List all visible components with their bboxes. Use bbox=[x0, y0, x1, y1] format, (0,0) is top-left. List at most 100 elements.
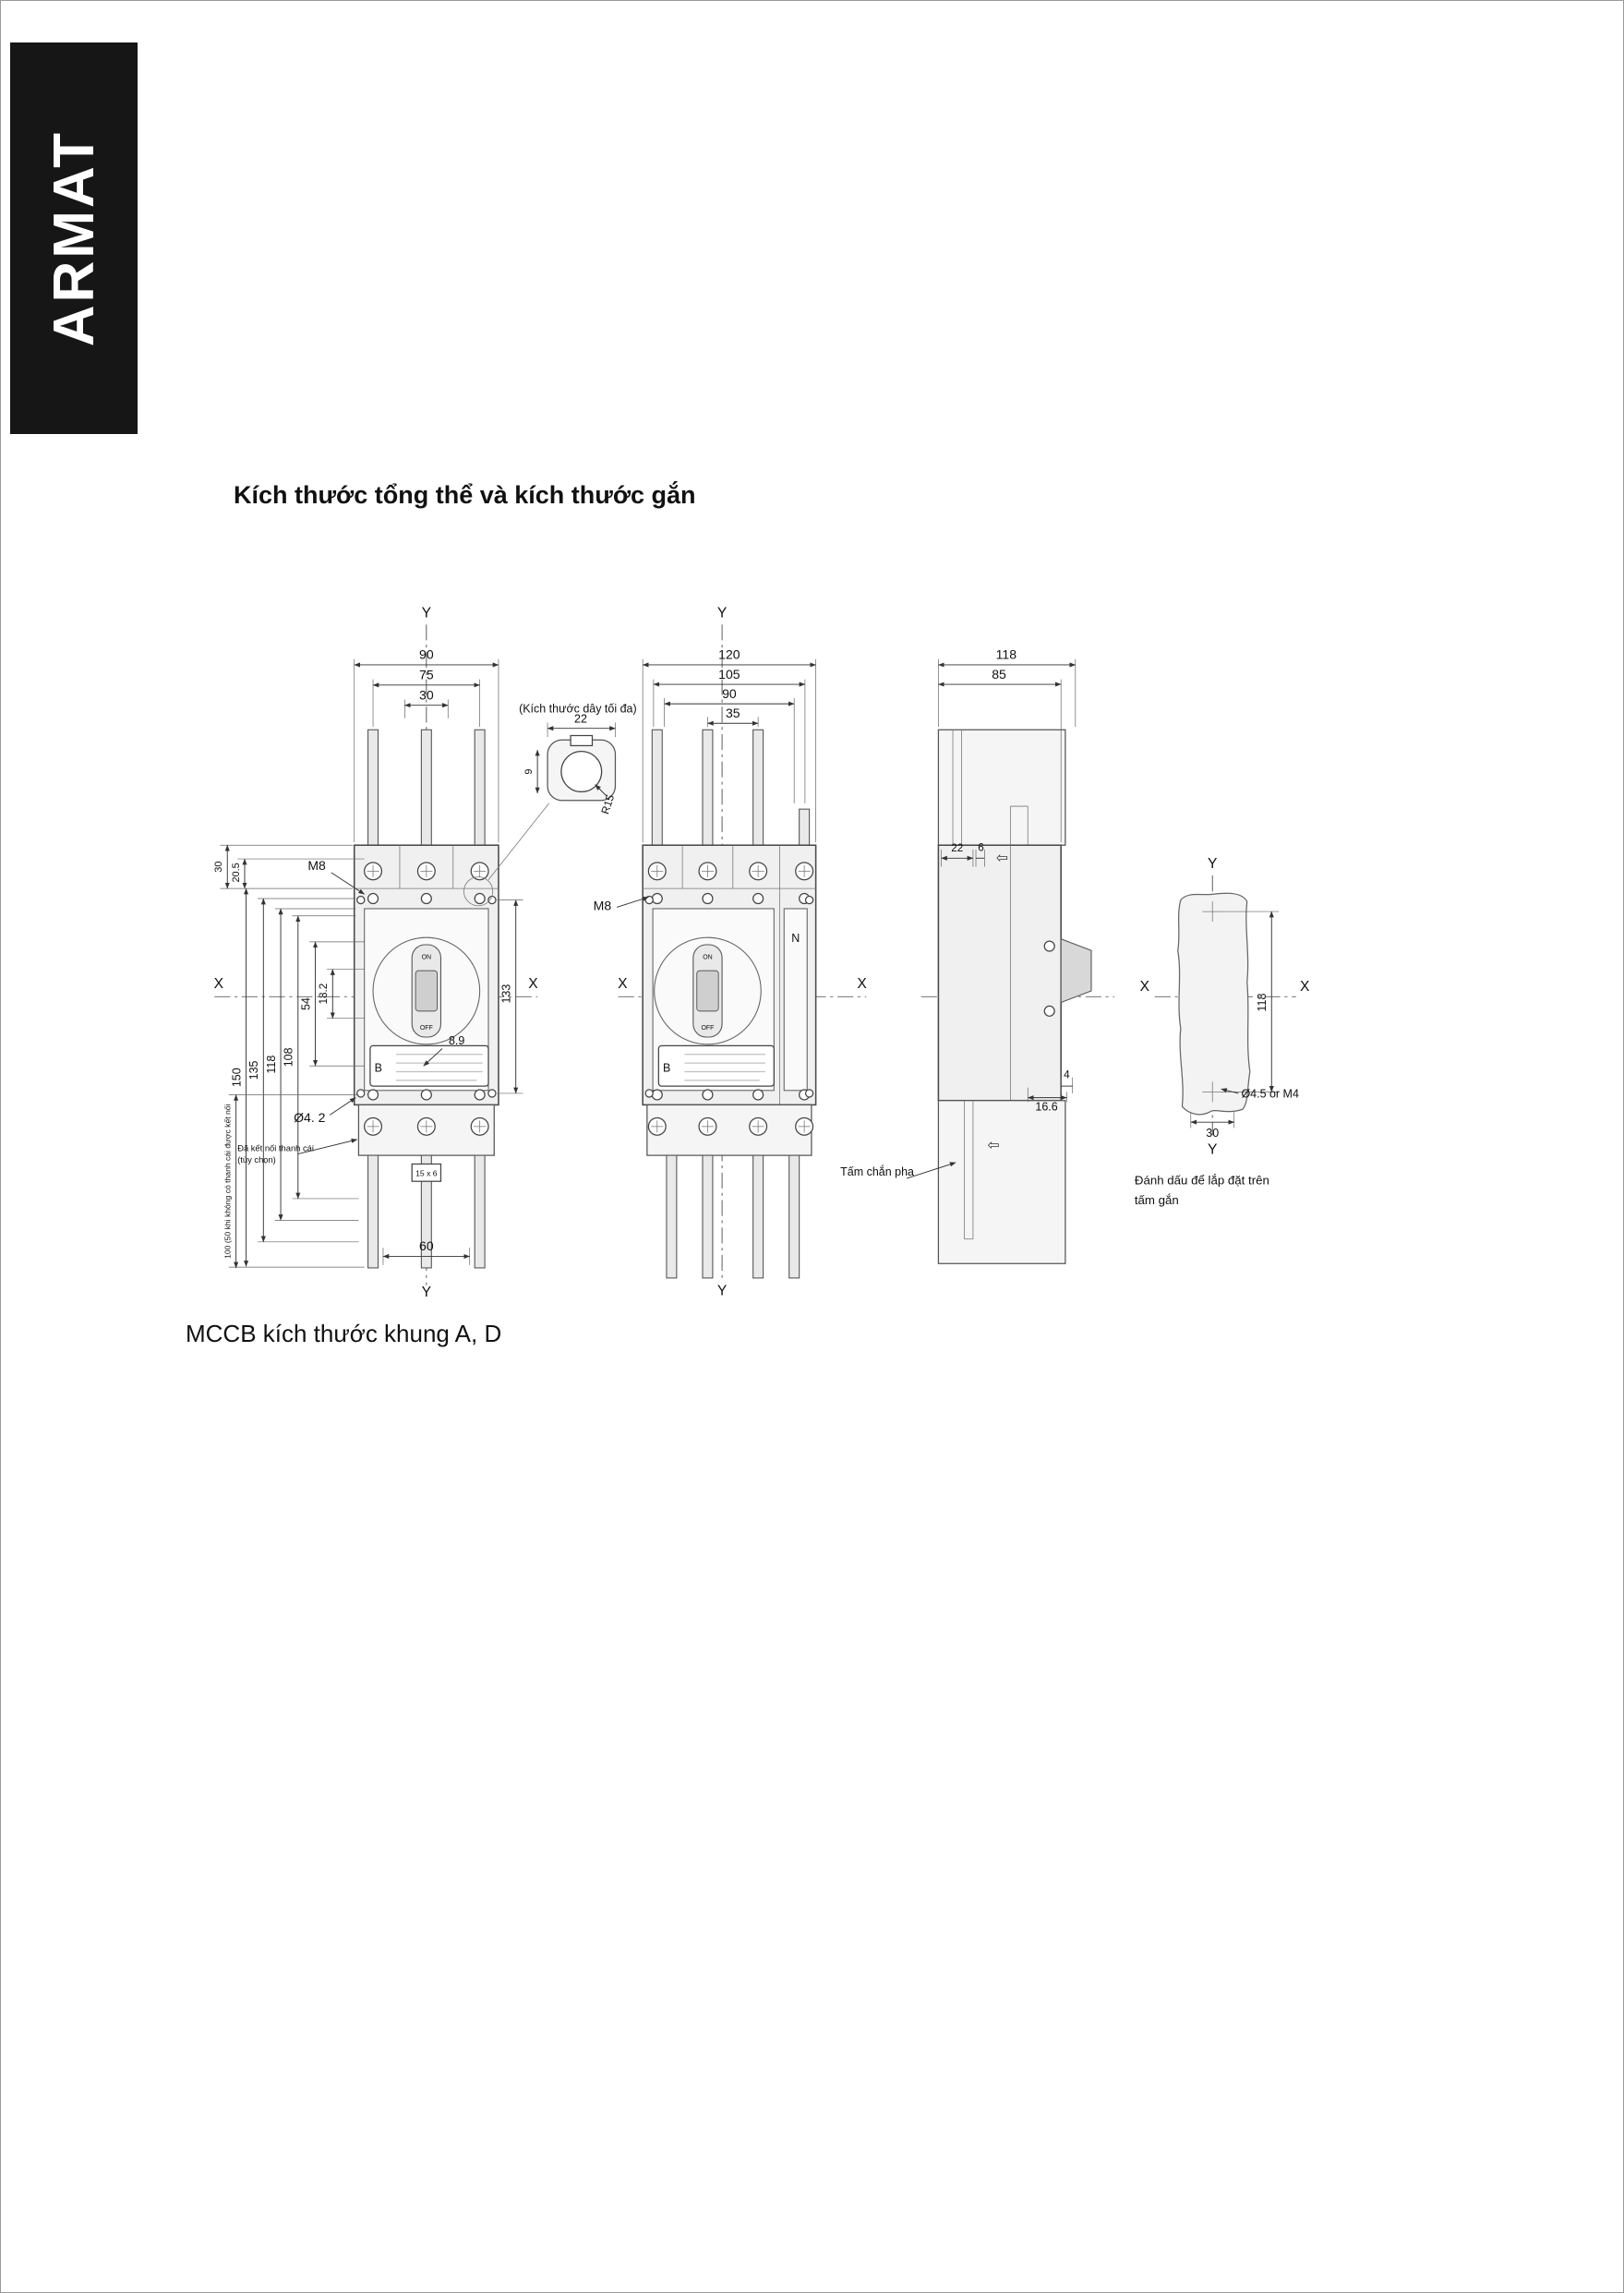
dim-100-label: 100 (50 khi không có thanh cái được kết … bbox=[223, 1104, 232, 1258]
dim-16-6-side: 16.6 bbox=[1027, 1087, 1067, 1114]
phase-barrier-callout: Tấm chắn pha ⇦ bbox=[840, 1137, 1000, 1179]
dim-16-6-side-label: 16.6 bbox=[1035, 1101, 1057, 1114]
dim-35: 35 bbox=[707, 706, 759, 728]
direction-arrow-icon: ⇦ bbox=[996, 850, 1008, 866]
axis-label-y-top: Y bbox=[717, 605, 728, 621]
m8-callout-4p: M8 bbox=[594, 896, 649, 913]
phase-barrier-label: Tấm chắn pha bbox=[840, 1165, 914, 1178]
toggle-handle bbox=[696, 970, 719, 1012]
axis-label-x-right: X bbox=[1300, 979, 1310, 995]
dim-60-label: 60 bbox=[419, 1238, 434, 1253]
mounting-hole-top bbox=[1202, 901, 1223, 923]
wire-detail-title: (Kích thước dây tối đa) bbox=[519, 703, 637, 716]
dim-22-wire: 22 bbox=[547, 712, 616, 738]
neutral-pole-label: N bbox=[791, 932, 800, 945]
dim-22-6-side: 22 6 ⇦ bbox=[941, 841, 1008, 867]
radius-callout: R15 bbox=[595, 784, 617, 815]
dim-90-overall: 90 bbox=[354, 647, 499, 843]
dim-150: 150 bbox=[228, 887, 365, 1268]
nameplate-letter: B bbox=[375, 1061, 382, 1074]
dim-30-plate-label: 30 bbox=[1206, 1127, 1219, 1140]
axis-label-x-right: X bbox=[528, 976, 538, 992]
off-label: OFF bbox=[701, 1025, 714, 1032]
mounting-hole-bottom bbox=[1202, 1081, 1223, 1103]
axis-label-x-left: X bbox=[214, 976, 224, 992]
dim-top-30-label: 30 bbox=[213, 862, 224, 873]
axis-label-x-right: X bbox=[857, 976, 867, 992]
brand-block: ARMAT bbox=[10, 42, 138, 434]
slot-callout-box bbox=[411, 1163, 442, 1182]
busbar-note-line2: (tùy chọn) bbox=[237, 1155, 276, 1165]
dim-6-side-label: 6 bbox=[978, 841, 984, 853]
dim-4-side: 4 bbox=[1060, 1069, 1074, 1093]
radius-label: R15 bbox=[599, 792, 617, 815]
wire-circle bbox=[560, 751, 603, 793]
mount-hole-callout: Ø4. 2 bbox=[294, 1097, 356, 1125]
dim-90-label: 90 bbox=[419, 647, 434, 662]
dim-118: 118 bbox=[265, 908, 359, 1221]
dim-18-2-label: 18.2 bbox=[318, 984, 330, 1005]
dim-30-plate: 30 bbox=[1190, 1112, 1235, 1140]
figure-caption: MCCB kích thước khung A, D bbox=[186, 1320, 502, 1347]
off-label: OFF bbox=[420, 1025, 433, 1032]
dim-4-side-label: 4 bbox=[1064, 1069, 1070, 1081]
detail-region-circle bbox=[463, 876, 494, 907]
dim-133-label: 133 bbox=[499, 984, 512, 1004]
dim-108-label: 108 bbox=[283, 1047, 295, 1067]
axis-label-y-bottom: Y bbox=[1208, 1142, 1218, 1158]
dim-35-label: 35 bbox=[726, 706, 740, 720]
dim-9-wire: 9 bbox=[523, 749, 540, 794]
plate-hole-label: Ø4.5 or M4 bbox=[1241, 1088, 1299, 1101]
side-view: 118 85 22 6 ⇦ 4 bbox=[840, 647, 1114, 1264]
front-view-3pole: Y Y X X ON OFF bbox=[213, 605, 538, 1300]
dim-22-side-label: 22 bbox=[951, 842, 963, 854]
toggle-handle bbox=[415, 970, 439, 1012]
dim-top-20-5: 20.5 bbox=[231, 858, 365, 889]
slot-label: 15 x 6 bbox=[415, 1169, 438, 1178]
dim-118-label: 118 bbox=[265, 1056, 278, 1074]
dim-133: 133 bbox=[497, 899, 523, 1094]
breaker-3p-body: ON OFF B 15 x 6 bbox=[353, 729, 499, 1269]
axis-label-y-bottom: Y bbox=[422, 1285, 432, 1300]
dim-85-side: 85 bbox=[938, 667, 1062, 843]
dim-18-2: 18.2 bbox=[318, 969, 365, 1020]
dim-85-side-label: 85 bbox=[992, 667, 1006, 682]
mounting-plate-sketch bbox=[1177, 892, 1251, 1116]
mounting-caption-line1: Đánh dấu để lắp đặt trên bbox=[1135, 1173, 1269, 1187]
mounting-plate-view: Y Y X X 118 30 bbox=[1135, 856, 1310, 1207]
axis-label-x-left: X bbox=[1140, 979, 1150, 995]
dim-30-pitch: 30 bbox=[404, 687, 449, 718]
dim-8-9-label: 8.9 bbox=[449, 1034, 464, 1047]
dim-60: 60 bbox=[382, 1238, 471, 1265]
dim-150-label: 150 bbox=[230, 1068, 243, 1087]
axis-label-x-left: X bbox=[618, 976, 628, 992]
on-label: ON bbox=[703, 955, 713, 961]
m8-label-4p: M8 bbox=[594, 899, 612, 913]
dim-8-9: 8.9 bbox=[423, 1034, 464, 1067]
dim-135-label: 135 bbox=[247, 1060, 260, 1080]
axis-label-y-bottom: Y bbox=[717, 1284, 728, 1299]
dim-120-label: 120 bbox=[718, 647, 740, 662]
plate-hole-callout: Ø4.5 or M4 bbox=[1221, 1088, 1299, 1101]
m8-label: M8 bbox=[307, 858, 326, 873]
dim-105-label: 105 bbox=[718, 667, 740, 682]
side-handle bbox=[1060, 937, 1092, 1004]
dim-90-4p: 90 bbox=[664, 686, 795, 803]
dim-54: 54 bbox=[299, 941, 365, 1067]
dim-30-label: 30 bbox=[419, 687, 434, 702]
dim-108: 108 bbox=[283, 915, 359, 1200]
dim-120: 120 bbox=[642, 647, 816, 843]
dim-54-label: 54 bbox=[299, 997, 312, 1010]
wire-size-detail: (Kích thước dây tối đa) 22 9 R15 bbox=[463, 703, 637, 907]
breaker-side-body bbox=[937, 729, 1092, 1264]
busbar-note-line1: Đã kết nối thanh cái bbox=[237, 1143, 314, 1153]
dim-9-wire-label: 9 bbox=[523, 769, 535, 775]
dim-90-4p-label: 90 bbox=[722, 686, 737, 701]
nameplate bbox=[657, 1044, 775, 1087]
dim-118-plate-label: 118 bbox=[1256, 993, 1269, 1011]
dim-22-wire-label: 22 bbox=[574, 712, 587, 725]
dim-75-label: 75 bbox=[419, 668, 434, 682]
direction-arrow-icon: ⇦ bbox=[988, 1137, 1000, 1153]
mount-hole-label: Ø4. 2 bbox=[294, 1110, 326, 1125]
